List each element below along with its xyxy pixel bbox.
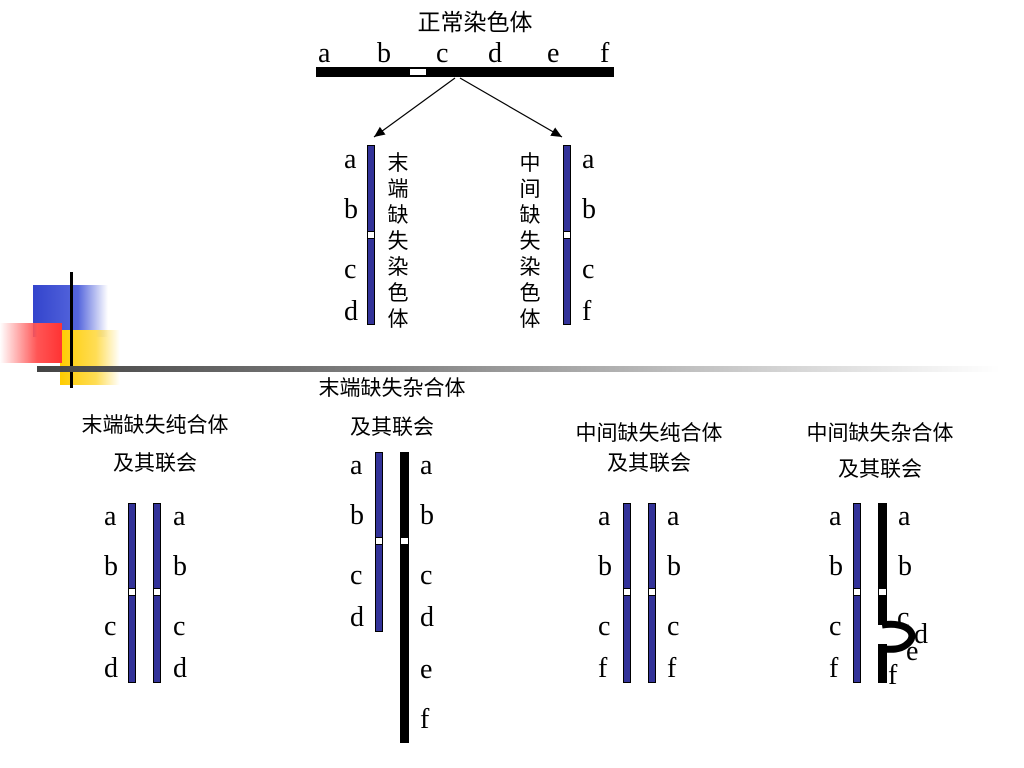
terminal-heterozygote-title-line1: 末端缺失杂合体 [318, 376, 466, 400]
terminal-chr-label-b: b [344, 194, 358, 225]
interstitial-hetero-left-a: a [829, 501, 842, 532]
normal-label-d: d [488, 38, 502, 69]
interstitial-hetero-right-f: f [888, 660, 898, 691]
interstitial-hetero-normal-centromere [878, 588, 887, 596]
interstitial-hetero-right-c: c [897, 602, 910, 633]
terminal-homo-left-centromere [128, 588, 136, 596]
terminal-homo-right-a: a [173, 501, 186, 532]
interstitial-homo-right-f: f [667, 653, 677, 684]
terminal-homozygote-title-line1: 末端缺失纯合体 [81, 413, 229, 437]
interstitial-chromosome-centromere [563, 231, 571, 239]
terminal-homo-right-d: d [173, 653, 187, 684]
interstitial-homo-left-f: f [598, 653, 608, 684]
decorative-red-square [0, 323, 62, 363]
decorative-vertical-line [70, 272, 73, 388]
normal-centromere [409, 68, 427, 76]
terminal-homozygote-title-line2: 及其联会 [113, 451, 197, 475]
interstitial-hetero-left-c: c [829, 611, 842, 642]
terminal-hetero-right-e: e [420, 654, 433, 685]
normal-label-c: c [436, 38, 449, 69]
deletion-loop [881, 620, 916, 653]
terminal-homo-right-c: c [173, 611, 186, 642]
interstitial-hetero-normal-bar-lower [878, 644, 887, 683]
interstitial-hetero-right-b: b [898, 551, 912, 582]
terminal-homo-left-b: b [104, 551, 118, 582]
terminal-homo-right-centromere [153, 588, 161, 596]
interstitial-heterozygote-title-line1: 中间缺失杂合体 [806, 421, 954, 445]
terminal-homo-left-c: c [104, 611, 117, 642]
interstitial-homo-left-centromere [623, 588, 631, 596]
interstitial-homo-right-b: b [667, 551, 681, 582]
terminal-hetero-right-f: f [420, 704, 430, 735]
interstitial-heterozygote-title-line2: 及其联会 [838, 457, 922, 481]
interstitial-chr-label-c: c [582, 254, 595, 285]
decorative-divider-line [37, 366, 1000, 372]
interstitial-chr-label-b: b [582, 194, 596, 225]
interstitial-chr-label-f: f [582, 296, 592, 327]
normal-label-b: b [377, 38, 391, 69]
interstitial-homo-right-centromere [648, 588, 656, 596]
interstitial-hetero-left-b: b [829, 551, 843, 582]
terminal-heterozygote-title-line2: 及其联会 [350, 415, 434, 439]
terminal-hetero-normal-centromere [400, 537, 409, 545]
terminal-hetero-left-c: c [350, 560, 363, 591]
terminal-chr-label-c: c [344, 254, 357, 285]
interstitial-chr-label-a: a [582, 144, 595, 175]
terminal-chr-label-a: a [344, 144, 357, 175]
normal-chromosome-title: 正常染色体 [417, 10, 533, 36]
interstitial-homo-left-b: b [598, 551, 612, 582]
interstitial-hetero-left-centromere [853, 588, 861, 596]
interstitial-hetero-right-e: e [906, 636, 919, 667]
terminal-hetero-right-d: d [420, 602, 434, 633]
interstitial-homozygote-title-line1: 中间缺失纯合体 [575, 421, 723, 445]
interstitial-homo-right-c: c [667, 611, 680, 642]
normal-chromosome-bar [316, 67, 614, 77]
terminal-hetero-left-a: a [350, 450, 363, 481]
interstitial-homo-left-a: a [598, 501, 611, 532]
terminal-homo-left-d: d [104, 653, 118, 684]
interstitial-homo-right-a: a [667, 501, 680, 532]
terminal-hetero-right-c: c [420, 560, 433, 591]
terminal-hetero-left-b: b [350, 500, 364, 531]
interstitial-hetero-left-f: f [829, 653, 839, 684]
terminal-homo-right-b: b [173, 551, 187, 582]
interstitial-chromosome-caption: 中间缺失染色体 [519, 151, 541, 331]
interstitial-homozygote-title-line2: 及其联会 [607, 451, 691, 475]
terminal-homo-left-a: a [104, 501, 117, 532]
interstitial-hetero-normal-bar-upper [878, 503, 887, 625]
normal-label-f: f [600, 38, 610, 69]
arrow-to-terminal [373, 77, 456, 138]
terminal-chromosome-centromere [367, 231, 375, 239]
terminal-hetero-right-a: a [420, 450, 433, 481]
normal-label-a: a [318, 38, 331, 69]
terminal-hetero-left-d: d [350, 602, 364, 633]
arrow-to-interstitial [459, 77, 563, 138]
interstitial-hetero-right-a: a [898, 501, 911, 532]
terminal-hetero-left-centromere [375, 537, 383, 545]
interstitial-hetero-right-d: d [914, 619, 928, 650]
terminal-chr-label-d: d [344, 296, 358, 327]
interstitial-homo-left-c: c [598, 611, 611, 642]
normal-label-e: e [547, 38, 560, 69]
terminal-hetero-normal-bar [400, 452, 409, 743]
terminal-chromosome-caption: 末端缺失染色体 [387, 151, 409, 331]
terminal-hetero-right-b: b [420, 500, 434, 531]
